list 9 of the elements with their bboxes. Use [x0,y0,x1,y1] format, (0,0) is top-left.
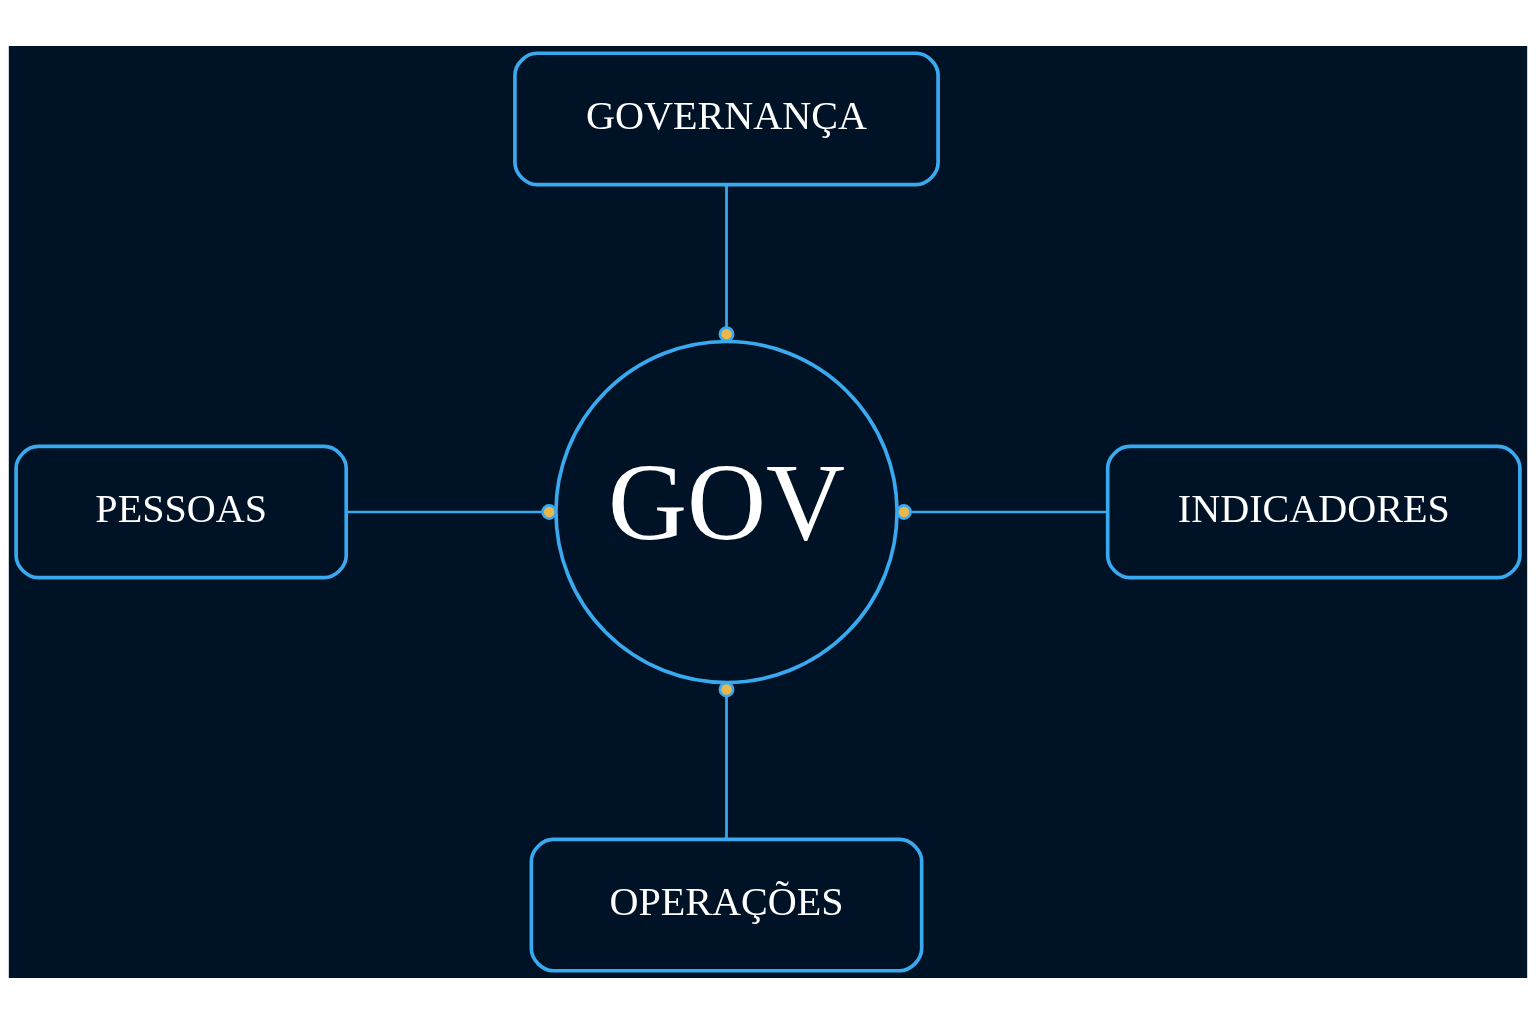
node-box: INDICADORES [1105,444,1522,580]
connector [346,504,558,520]
node-box: OPERAÇÕES [529,837,924,973]
connector [896,504,1108,520]
node-circle: GOV [554,339,899,685]
connector [718,185,735,343]
node-box: GOVERNANÇA [513,51,940,187]
node-box: PESSOAS [14,444,349,580]
connector [718,681,735,840]
